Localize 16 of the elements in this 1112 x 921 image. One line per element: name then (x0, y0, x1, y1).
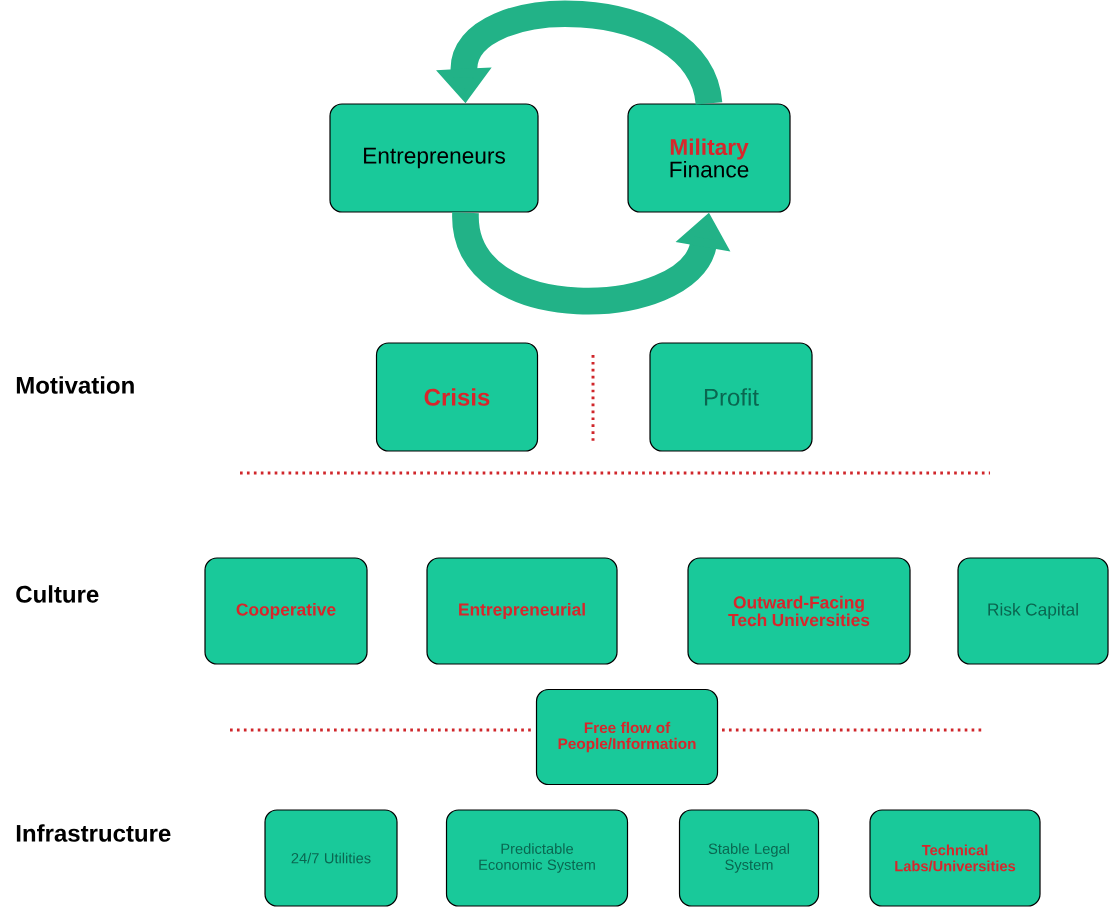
row-label: Culture (16, 585, 99, 603)
rounded-box: Crisis (375, 342, 539, 452)
rounded-box: Outward-Facing Tech Universities (687, 557, 911, 665)
rounded-box: Predictable Economic System (445, 809, 629, 907)
rounded-box: Technical Labs/Universities (869, 809, 1041, 907)
rounded-box: 24/7 Utilities (264, 809, 398, 907)
rounded-box: Risk Capital (957, 557, 1109, 665)
rounded-box: Entrepreneurial (426, 557, 618, 665)
rounded-box: Free flow of People/Information (535, 688, 719, 786)
row-label: Infrastructure (16, 824, 171, 842)
rounded-box: Military Finance (627, 103, 791, 213)
rounded-box: Profit (649, 342, 813, 452)
rounded-box: Stable Legal System (678, 809, 820, 907)
rounded-box: Cooperative (204, 557, 368, 665)
row-label: Motivation (16, 376, 134, 394)
rounded-box: Entrepreneurs (329, 103, 539, 213)
